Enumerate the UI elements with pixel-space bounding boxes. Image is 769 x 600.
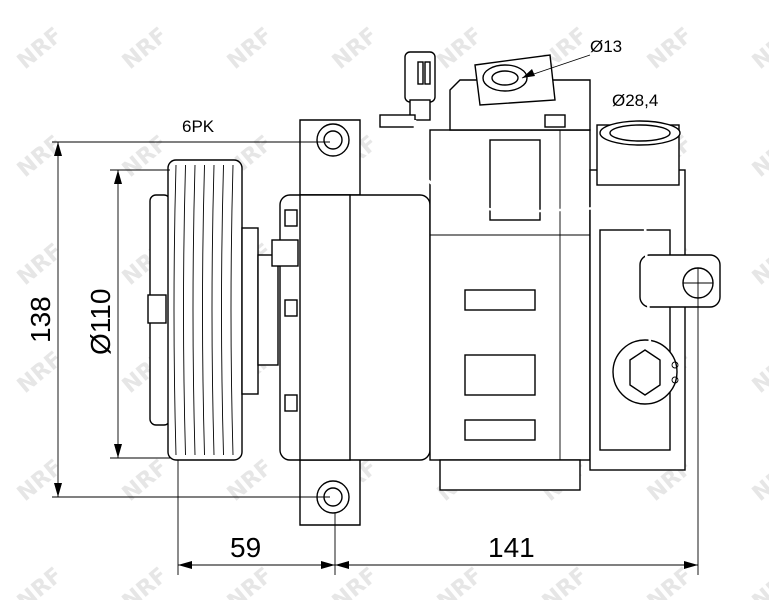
discharge-port [474,54,556,106]
nrf-watermark: NRF [223,563,278,600]
nrf-watermark: NRF [13,23,68,75]
nrf-watermark: NRF [13,131,68,183]
nrf-watermark: NRF [328,23,383,75]
nrf-watermark: NRF [118,563,173,600]
pulley-groove [183,164,186,456]
nrf-watermark: NRF [13,347,68,399]
pulley [167,159,259,461]
suction-port [596,120,681,186]
pulley-groove [221,164,224,456]
nrf-watermark: NRF [13,239,68,291]
nrf-watermark: NRF [223,455,278,507]
port-small-label: Ø13 [590,37,622,56]
pulley-diameter-label: Ø110 [85,289,116,355]
pulley-groove [211,164,215,456]
length-label: 141 [488,532,535,563]
nrf-watermark: NRF [118,23,173,75]
nrf-watermark: NRF [433,563,488,600]
electrical-connector [379,51,652,346]
dimension-lines [52,54,699,575]
compressor-body [429,79,721,491]
nrf-watermark: NRF [643,23,698,75]
nrf-watermark: NRF [748,563,769,600]
belt-label: 6PK [182,117,215,136]
nrf-watermark: NRF [748,23,769,75]
nrf-watermark: NRF [748,455,769,507]
pulley-offset-label: 59 [230,532,261,563]
nrf-watermark: NRF [748,131,769,183]
nrf-watermark: NRF [643,563,698,600]
pulley-groove [192,164,196,456]
nrf-watermark: NRF [538,563,593,600]
pulley-groove [202,164,205,456]
pulley-groove [230,164,234,456]
front-housing [257,119,431,526]
nrf-watermark: NRF [118,131,173,183]
nrf-watermark: NRF [118,455,173,507]
nrf-watermark: NRF [328,563,383,600]
port-large-label: Ø28,4 [612,91,658,110]
pulley-groove [173,164,177,456]
height-label: 138 [25,296,56,343]
nrf-watermark: NRF [748,347,769,399]
nrf-watermark: NRF [748,239,769,291]
nrf-watermark: NRF [223,23,278,75]
nrf-watermark: NRF [13,455,68,507]
clutch-plate [147,194,171,426]
nrf-watermark: NRF [13,563,68,600]
